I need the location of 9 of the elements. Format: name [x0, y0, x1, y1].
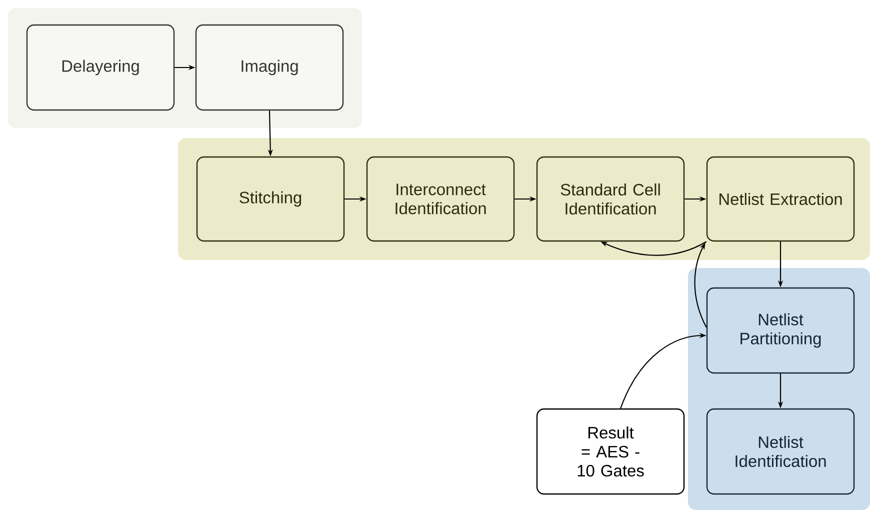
process-box: Delayering [26, 24, 175, 111]
process-box: Imaging [195, 24, 344, 111]
process-box: Stitching [196, 156, 345, 242]
process-box: Standard Cell Identification [536, 156, 685, 242]
process-box: Result = AES - 10 Gates [536, 408, 685, 495]
process-box: Netlist Identification [706, 408, 855, 495]
process-box: Netlist Extraction [706, 156, 855, 242]
process-box: Netlist Partitioning [706, 287, 855, 374]
process-box: Interconnect Identification [366, 156, 515, 242]
